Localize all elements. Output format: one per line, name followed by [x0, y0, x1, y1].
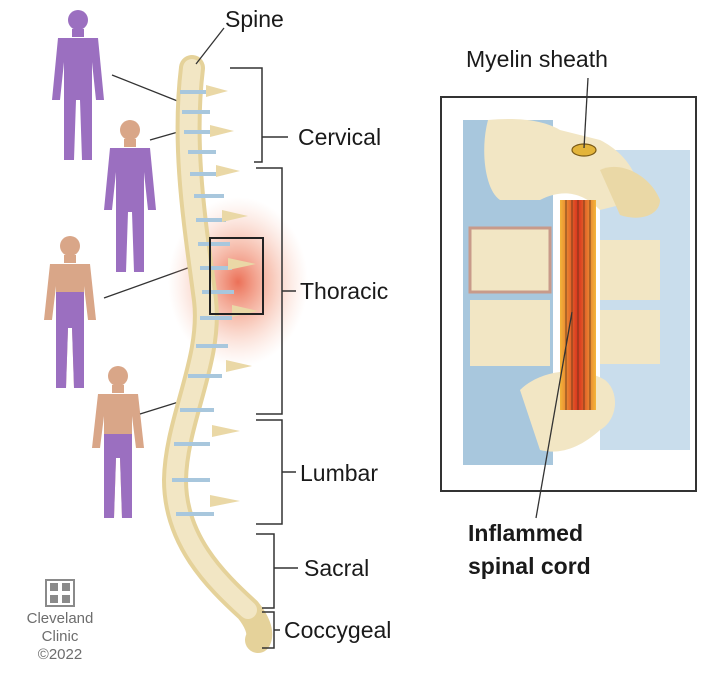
logo-name-line1: Cleveland [10, 610, 110, 628]
label-coccygeal: Coccygeal [284, 617, 391, 644]
figure-lumbar [92, 366, 144, 518]
label-thoracic: Thoracic [300, 278, 388, 305]
label-lumbar: Lumbar [300, 460, 378, 487]
cleveland-clinic-logo-icon [46, 580, 74, 606]
logo-name: Cleveland Clinic ©2022 [10, 610, 110, 664]
logo-copyright: ©2022 [10, 646, 110, 664]
figure-thoracic-upper [104, 120, 156, 272]
detail-inset [441, 97, 696, 491]
label-myelin-sheath: Myelin sheath [466, 46, 608, 73]
logo-name-line2: Clinic [10, 628, 110, 646]
figure-cervical [52, 10, 104, 160]
label-inflamed-line1: Inflammed [468, 520, 583, 547]
figure-thoracic-lower [44, 236, 96, 388]
spine-pointer [196, 28, 224, 64]
label-inflamed-line2: spinal cord [468, 553, 591, 580]
label-sacral: Sacral [304, 555, 369, 582]
label-spine: Spine [225, 6, 284, 33]
label-cervical: Cervical [298, 124, 381, 151]
